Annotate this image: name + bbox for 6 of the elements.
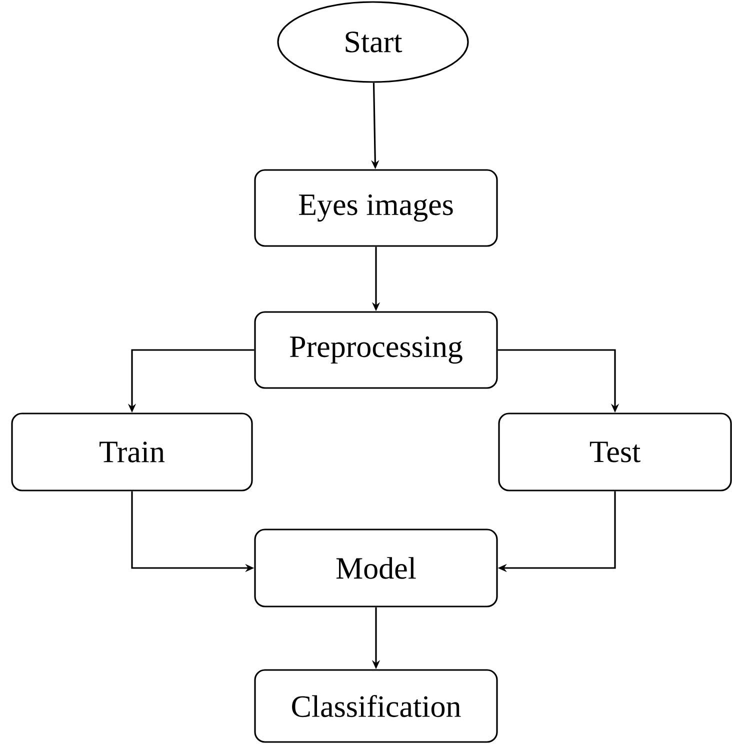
process-box: Model [254, 528, 498, 608]
process-box: Test [498, 412, 732, 492]
process-box: Train [11, 412, 253, 492]
process-box: Classification [254, 669, 498, 743]
process-box: Eyes images [254, 169, 498, 247]
process-box: Preprocessing [254, 311, 498, 389]
